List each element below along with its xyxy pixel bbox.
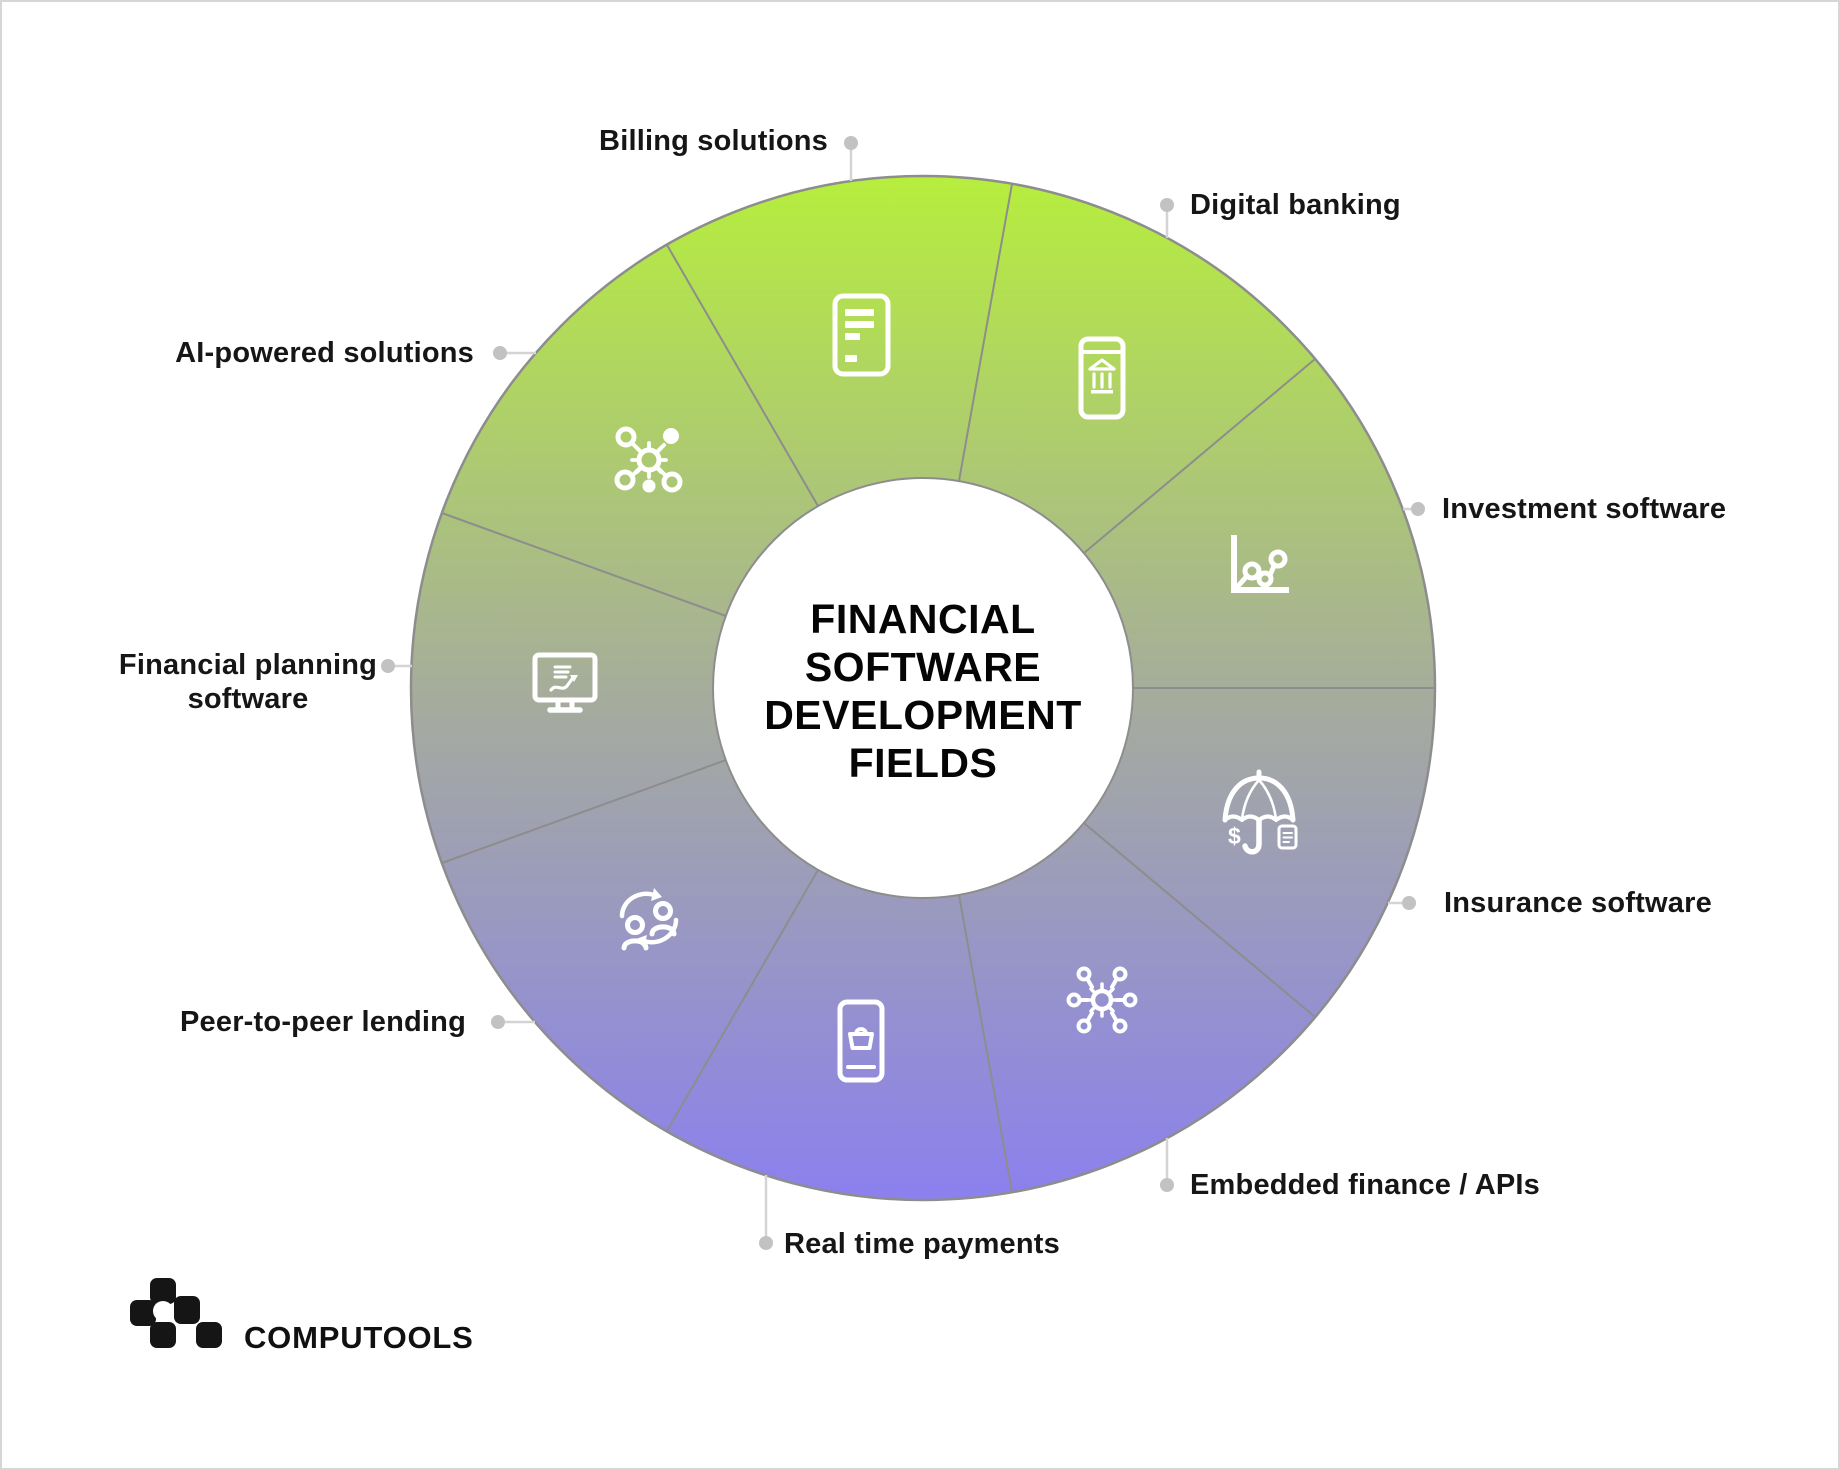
label-peer-to-peer-lending: Peer-to-peer lending bbox=[180, 1006, 466, 1038]
computools-logo-icon bbox=[130, 1278, 222, 1348]
connectors bbox=[395, 150, 1411, 1236]
segment-divider bbox=[666, 869, 819, 1132]
segment-divider bbox=[1083, 822, 1316, 1018]
svg-text:$: $ bbox=[1228, 823, 1241, 849]
segment-divider bbox=[1083, 358, 1316, 554]
label-real-time-payments: Real time payments bbox=[784, 1228, 1060, 1260]
label-insurance-software: Insurance software bbox=[1444, 887, 1712, 919]
connector-dot-embedded-finance bbox=[1160, 1178, 1174, 1192]
ai-hub-icon bbox=[614, 426, 683, 493]
segment-dividers bbox=[441, 183, 1435, 1193]
connector-dot-financial-planning bbox=[381, 659, 395, 673]
mobile-bank-icon bbox=[1078, 336, 1126, 420]
label-billing-solutions: Billing solutions bbox=[599, 125, 828, 157]
mobile-basket-icon bbox=[837, 999, 885, 1083]
connector-dot-investment-software bbox=[1411, 502, 1425, 516]
line-chart-nodes-icon bbox=[1231, 535, 1289, 593]
segment-divider bbox=[958, 183, 1013, 482]
label-financial-planning-software: Financial planning software bbox=[118, 649, 378, 715]
label-ai-powered-solutions: AI-powered solutions bbox=[175, 337, 474, 369]
monitor-chart-icon bbox=[532, 652, 598, 713]
label-embedded-finance-apis: Embedded finance / APIs bbox=[1190, 1169, 1540, 1201]
connector-dot-billing-solutions bbox=[844, 136, 858, 150]
segment-divider bbox=[441, 512, 727, 617]
diagram-center-title: FINANCIAL SOFTWARE DEVELOPMENT FIELDS bbox=[764, 596, 1082, 786]
segment-divider bbox=[958, 894, 1013, 1193]
umbrella-money-icon: $ bbox=[1222, 769, 1298, 855]
computools-logo-text: COMPUTOOLS bbox=[244, 1320, 474, 1355]
connector-dot-ai-powered bbox=[493, 346, 507, 360]
invoice-document-icon bbox=[832, 293, 891, 377]
connector-dots bbox=[381, 136, 1425, 1250]
connector-dot-insurance-software bbox=[1402, 896, 1416, 910]
people-exchange-icon bbox=[619, 888, 679, 951]
connector-dot-real-time-payments bbox=[759, 1236, 773, 1250]
donut-inner-circle bbox=[712, 477, 1134, 899]
label-digital-banking: Digital banking bbox=[1190, 189, 1401, 221]
connector-dot-digital-banking bbox=[1160, 198, 1174, 212]
connector-dot-peer-to-peer-lending bbox=[491, 1015, 505, 1029]
segment-divider bbox=[666, 244, 819, 507]
segment-divider bbox=[441, 759, 727, 864]
gear-network-icon bbox=[1066, 966, 1138, 1034]
label-investment-software: Investment software bbox=[1442, 493, 1727, 525]
